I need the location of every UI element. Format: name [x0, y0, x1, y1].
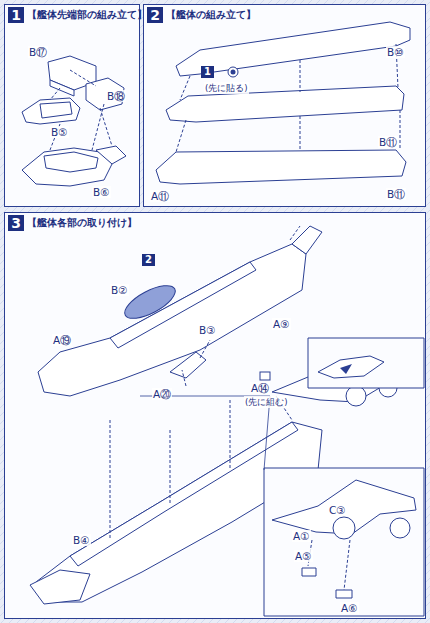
part-number: B⑤ [50, 126, 69, 138]
step-heading: 3【艦体各部の取り付け】 [5, 213, 425, 233]
part-number: B⑱ [106, 90, 126, 102]
step-number: 2 [147, 7, 163, 23]
part-number: A⑲ [52, 334, 72, 346]
step-title: 【艦体各部の取り付け】 [27, 216, 137, 230]
step-heading: 1【艦体先端部の組み立て】 [5, 5, 139, 25]
part-number: A① [292, 530, 311, 542]
part-number: B② [110, 284, 129, 296]
step-number: 1 [8, 7, 24, 23]
step-panel: 2【艦体の組み立て】 [143, 4, 426, 207]
note: (先に組む) [244, 396, 289, 408]
step-panel: 1【艦体先端部の組み立て】 [4, 4, 140, 207]
part-number: B⑥ [92, 186, 111, 198]
step-heading: 2【艦体の組み立て】 [144, 5, 425, 25]
step-number: 3 [8, 215, 24, 231]
part-number: B⑪ [386, 188, 406, 200]
part-number: A⑪ [150, 190, 170, 202]
part-number: A⑥ [340, 602, 359, 614]
step-panel: 3【艦体各部の取り付け】 [4, 212, 426, 619]
sticker-callout: 1 [201, 66, 214, 78]
step-title: 【艦体先端部の組み立て】 [27, 8, 147, 22]
part-number: A⑭ [250, 382, 270, 394]
part-number: B⑩ [386, 46, 405, 58]
sticker-callout: 2 [142, 254, 155, 266]
part-number: B④ [72, 534, 91, 546]
note: (先に貼る) [204, 82, 249, 94]
part-number: A⑤ [294, 550, 313, 562]
part-number: C③ [328, 504, 347, 516]
step-title: 【艦体の組み立て】 [166, 8, 256, 22]
part-number: A⑳ [152, 388, 172, 400]
part-number: B⑪ [378, 136, 398, 148]
part-number: B③ [198, 324, 217, 336]
part-number: B⑰ [28, 46, 48, 58]
part-number: A⑨ [272, 318, 291, 330]
